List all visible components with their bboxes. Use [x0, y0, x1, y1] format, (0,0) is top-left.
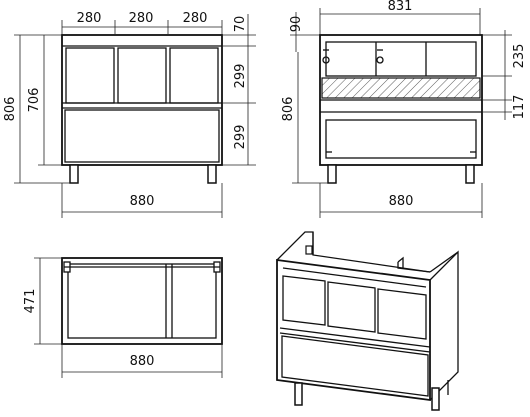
iso-drawer	[281, 335, 429, 397]
front-cabinet-body	[61, 34, 223, 166]
back-hatched-shelf	[321, 77, 481, 99]
back-upper-section-height: 235	[512, 44, 527, 69]
back-lower-opening	[325, 119, 477, 159]
door-width-2: 280	[129, 11, 154, 26]
bracket-center	[376, 56, 384, 64]
bracket-left	[322, 56, 330, 64]
isometric-view	[276, 231, 459, 411]
front-top-gap: 70	[233, 16, 248, 33]
back-height-dimension: 806	[281, 52, 328, 184]
front-drawer	[64, 109, 220, 163]
front-lower-panel-height: 299	[233, 125, 248, 150]
back-leg-left	[327, 164, 337, 184]
front-height-dimensions: 806 706	[3, 34, 70, 184]
iso-bracket	[305, 245, 313, 255]
front-leg-right	[207, 164, 217, 184]
back-overall-width: 880	[389, 194, 414, 209]
iso-door-center	[327, 281, 376, 333]
front-body-height: 706	[27, 88, 42, 113]
top-depth-dimension: 471	[23, 257, 62, 345]
door-widths-dimension: 280 280 280	[61, 11, 223, 45]
back-inner-width-dimension: 831	[319, 0, 481, 35]
front-upper-panel-height: 299	[233, 64, 248, 89]
front-door-center	[117, 47, 167, 104]
front-right-dimensions: 70 299 299	[222, 14, 256, 166]
iso-leg-right	[431, 387, 440, 411]
top-view-depth: 471	[23, 289, 38, 314]
back-shelf-height: 117	[512, 95, 527, 120]
front-leg-left	[69, 164, 79, 184]
top-view-width: 880	[130, 354, 155, 369]
top-width-dimension: 880	[61, 344, 223, 378]
back-leg-right	[465, 164, 475, 184]
iso-leg-left	[294, 382, 303, 406]
front-door-right	[169, 47, 219, 104]
back-right-dimensions: 235 117	[482, 30, 527, 120]
door-width-3: 280	[183, 11, 208, 26]
front-overall-width: 880	[130, 194, 155, 209]
back-overall-height: 806	[281, 97, 296, 122]
top-view: 471 880	[23, 257, 223, 378]
iso-door-left	[282, 275, 326, 326]
front-width-dimension: 880	[61, 183, 223, 218]
iso-door-right	[377, 288, 427, 340]
back-top-offset-dimension: 90	[289, 12, 320, 52]
front-door-left	[65, 47, 115, 104]
back-top-offset: 90	[289, 16, 304, 33]
door-width-1: 280	[77, 11, 102, 26]
top-view-outline	[61, 257, 223, 345]
front-view: 280 280 280 806 706	[3, 11, 256, 218]
back-inner-width: 831	[388, 0, 413, 14]
back-width-dimension: 880	[319, 183, 483, 218]
back-view: 831 90 806	[281, 0, 527, 218]
front-overall-height: 806	[3, 97, 18, 122]
